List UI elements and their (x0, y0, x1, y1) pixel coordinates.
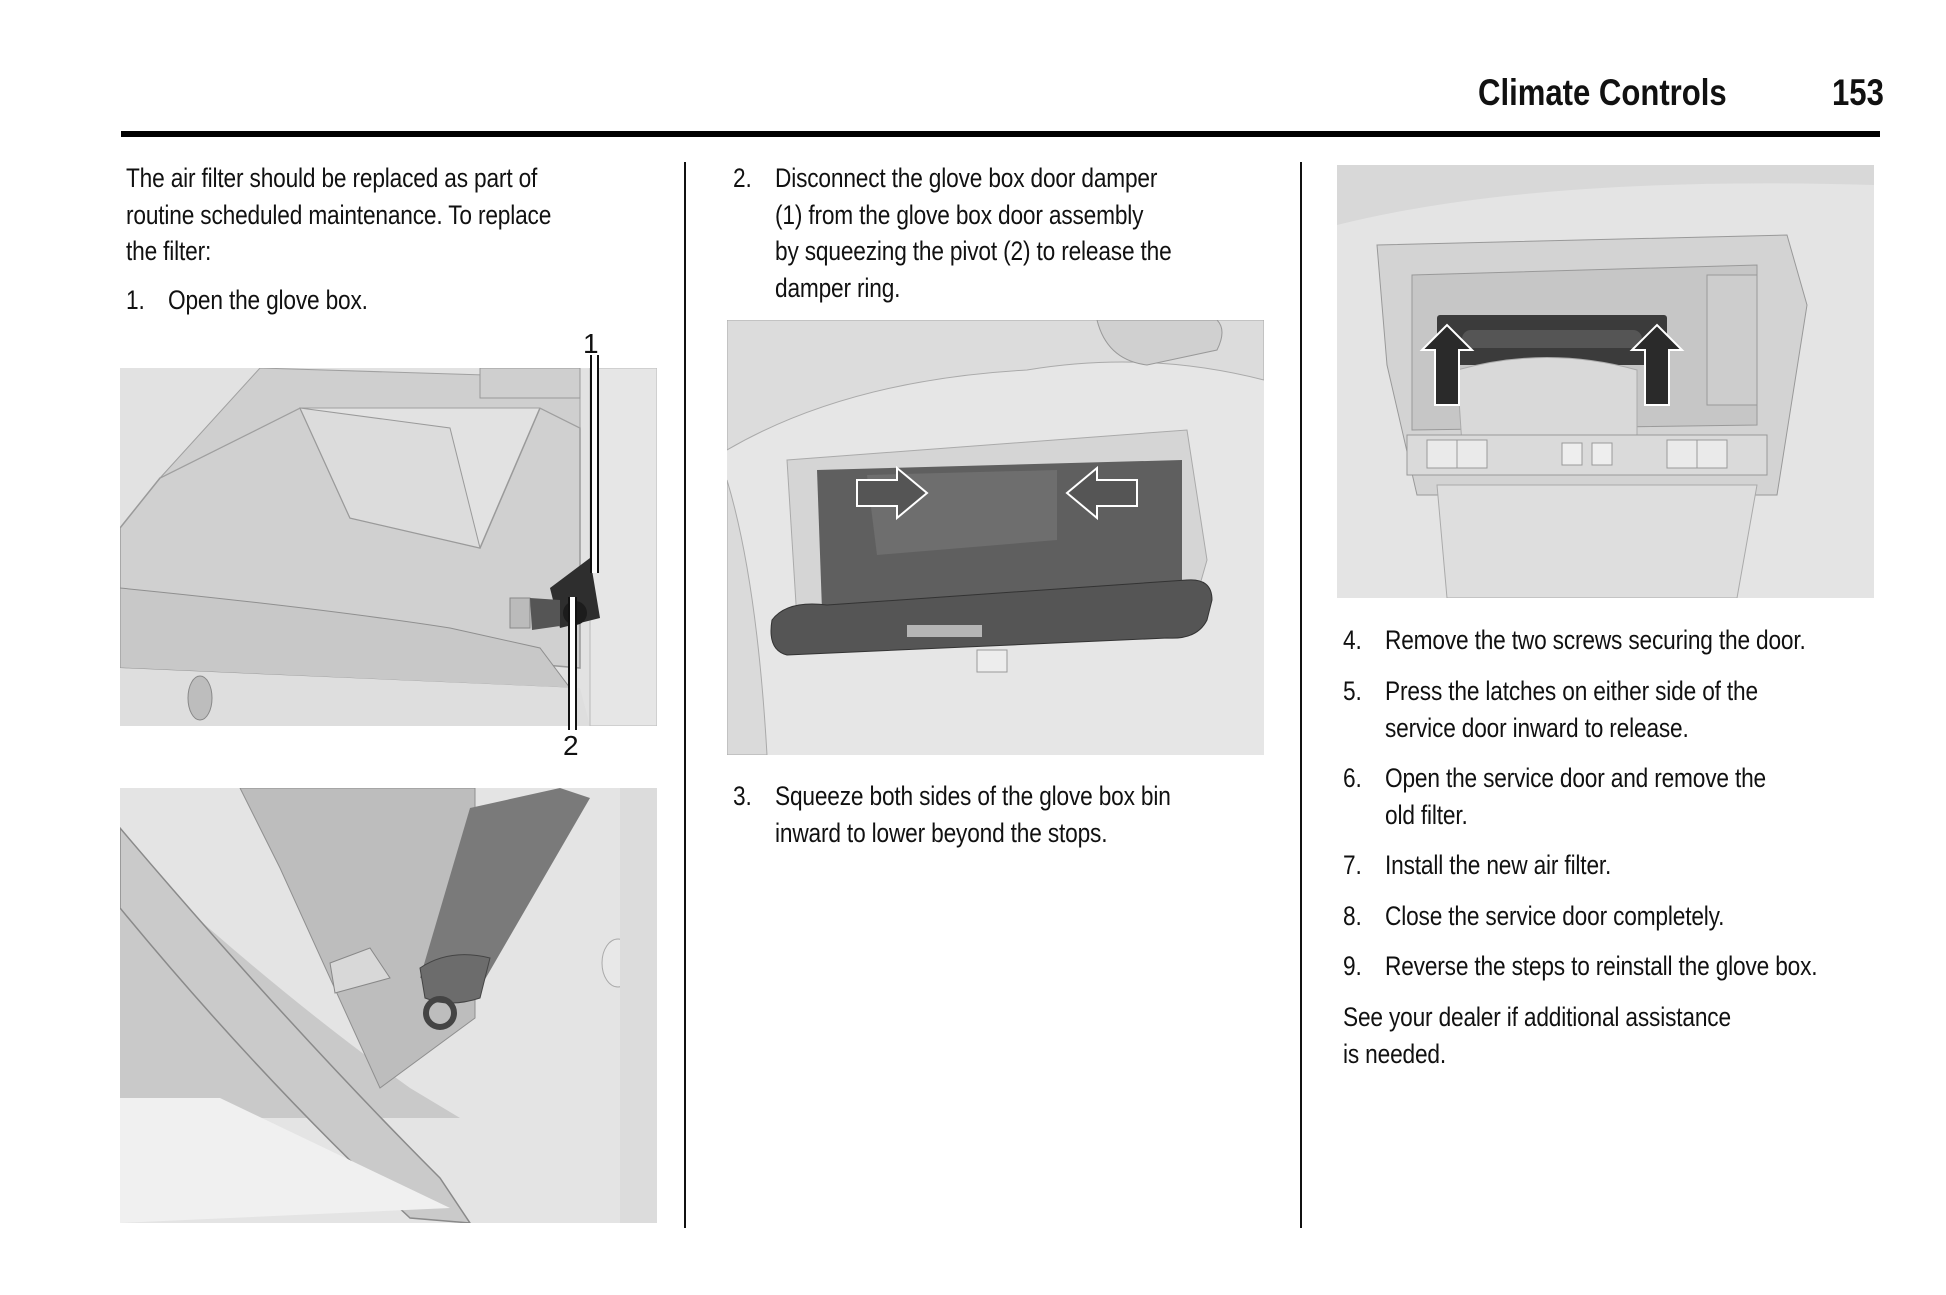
step-number: 4. (1343, 625, 1362, 655)
glove-box-squeeze-arrows-illustration (727, 320, 1264, 755)
step-text-line: (1) from the glove box door assembly (775, 199, 1144, 230)
step-7: 7. Install the new air filter. (1343, 847, 1943, 887)
closing-line: See your dealer if additional assistance (1343, 1002, 1731, 1032)
step-number: 1. (126, 285, 145, 315)
header-rule (121, 131, 1880, 137)
step-number: 7. (1343, 850, 1362, 880)
step-number: 9. (1343, 951, 1362, 981)
step-text-line: service door inward to release. (1385, 712, 1689, 743)
intro-line: the filter: (126, 236, 212, 266)
callout-label: 2 (563, 730, 579, 761)
step-1: 1. Open the glove box. (126, 282, 686, 322)
step-text-line: damper ring. (775, 272, 901, 303)
step-text-line: Disconnect the glove box door damper (775, 163, 1158, 193)
step-9: 9. Reverse the steps to reinstall the gl… (1343, 948, 1943, 988)
callout-leader-2 (568, 597, 577, 730)
step-text-line: inward to lower beyond the stops. (775, 817, 1108, 848)
glove-box-damper-illustration (120, 788, 657, 1223)
step-text: Open the glove box. (168, 285, 368, 315)
intro-line: The air filter should be replaced as par… (126, 163, 538, 193)
service-door-latches-illustration (1337, 165, 1874, 598)
intro-line: routine scheduled maintenance. To replac… (126, 199, 552, 230)
step-8: 8. Close the service door completely. (1343, 898, 1943, 938)
step-text-line: Open the service door and remove the (1385, 763, 1767, 793)
closing-line: is needed. (1343, 1038, 1446, 1069)
step-number: 8. (1343, 901, 1362, 931)
step-text-line: Remove the two screws securing the door. (1385, 625, 1806, 655)
step-5: 5. Press the latches on either side of t… (1343, 673, 1943, 748)
step-number: 6. (1343, 763, 1362, 793)
step-2: 2. Disconnect the glove box door damper … (733, 160, 1293, 310)
step-text-line: Press the latches on either side of the (1385, 676, 1758, 706)
step-text-line: by squeezing the pivot (2) to release th… (775, 236, 1172, 266)
step-text-line: old filter. (1385, 799, 1468, 830)
step-4: 4. Remove the two screws securing the do… (1343, 622, 1943, 662)
page-number: 153 (1832, 72, 1884, 113)
step-6: 6. Open the service door and remove the … (1343, 760, 1943, 835)
column-divider (684, 162, 686, 1228)
step-number: 3. (733, 781, 752, 811)
callout-leader-1 (590, 355, 599, 573)
intro-paragraph: The air filter should be replaced as par… (126, 160, 632, 270)
closing-paragraph: See your dealer if additional assistance… (1343, 999, 1943, 1072)
section-title: Climate Controls (1478, 72, 1727, 113)
step-3: 3. Squeeze both sides of the glove box b… (733, 778, 1293, 858)
column-divider (1300, 162, 1302, 1228)
step-text-line: Install the new air filter. (1385, 850, 1612, 880)
glove-box-open-illustration (120, 368, 657, 726)
step-number: 2. (733, 163, 752, 193)
step-text-line: Close the service door completely. (1385, 901, 1725, 931)
step-text-line: Squeeze both sides of the glove box bin (775, 781, 1171, 811)
step-text-line: Reverse the steps to reinstall the glove… (1385, 951, 1818, 981)
callout-label: 1 (583, 328, 599, 359)
step-number: 5. (1343, 676, 1362, 706)
